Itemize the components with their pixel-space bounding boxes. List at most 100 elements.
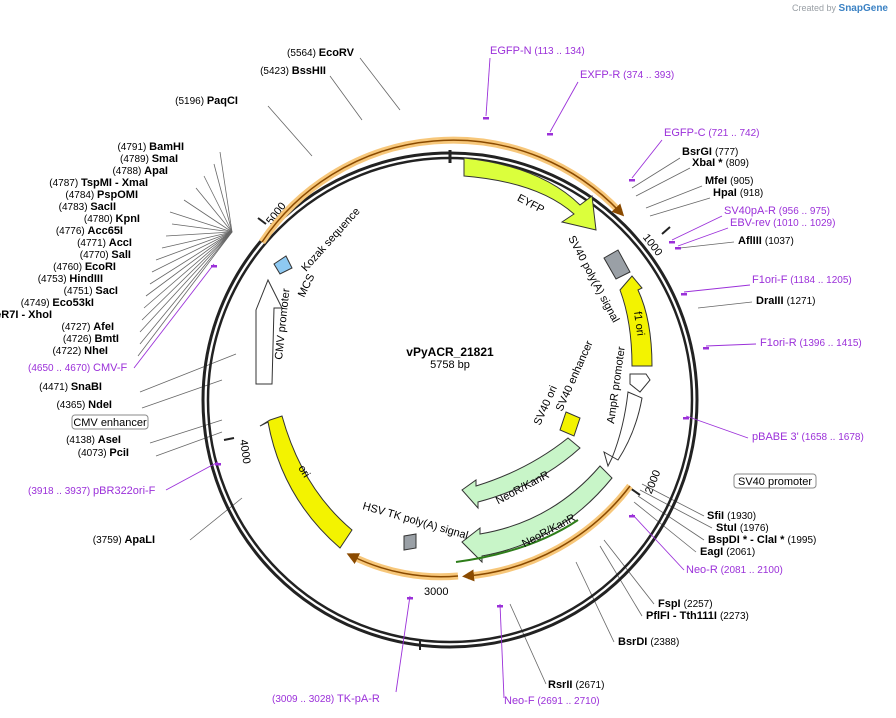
enzyme-label[interactable]: FspI (2257) — [658, 598, 713, 610]
enzyme-label[interactable]: (4788) ApaI — [112, 165, 168, 177]
enzyme-name: AfeI — [93, 321, 114, 333]
enzyme-name: EagI — [700, 546, 726, 558]
feature-mcs[interactable] — [273, 255, 293, 275]
primer-label[interactable]: (4650 .. 4670) CMV-F — [28, 362, 128, 374]
primer-label[interactable]: SV40pA-R (956 .. 975) — [724, 205, 830, 217]
enzyme-leader-line — [649, 197, 711, 217]
enzyme-label[interactable]: (4784) PspOMI — [65, 189, 138, 201]
primer-range: (2691 .. 2710) — [535, 696, 600, 707]
primer-label[interactable]: EGFP-C (721 .. 742) — [664, 127, 759, 139]
enzyme-name: AseI — [98, 434, 121, 446]
enzyme-name: FspI — [658, 598, 684, 610]
enzyme-label[interactable]: (4770) SalI — [80, 249, 131, 261]
primer-label[interactable]: F1ori-R (1396 .. 1415) — [760, 337, 862, 349]
primer-label[interactable]: pBABE 3' (1658 .. 1678) — [752, 431, 864, 443]
enzyme-position: (1976) — [740, 523, 769, 534]
primer-label[interactable]: Neo-R (2081 .. 2100) — [686, 564, 783, 576]
primer-label[interactable]: Neo-F (2691 .. 2710) — [504, 695, 600, 707]
created-by-text: Created by — [791, 3, 837, 13]
enzyme-label[interactable]: StuI (1976) — [716, 522, 769, 534]
enzyme-position: (5423) — [260, 66, 292, 77]
enzyme-leader-line — [631, 157, 681, 189]
enzyme-label[interactable]: (4776) Acc65I — [56, 225, 123, 237]
primer-range: (956 .. 975) — [776, 206, 830, 217]
primer-label[interactable]: EBV-rev (1010 .. 1029) — [730, 217, 835, 229]
enzyme-label[interactable]: (4791) BamHI — [117, 141, 184, 153]
primer-leader-line — [685, 415, 749, 439]
enzyme-label[interactable]: (4744) PaeR7I - XhoI — [0, 309, 52, 321]
enzyme-label[interactable]: (5423) BssHII — [260, 65, 326, 77]
primer-label[interactable]: F1ori-F (1184 .. 1205) — [752, 274, 852, 286]
enzyme-label[interactable]: XbaI * (809) — [692, 157, 749, 169]
sv40-promoter-box — [733, 473, 817, 489]
primer-label[interactable]: (3009 .. 3028) TK-pA-R — [272, 693, 380, 705]
enzyme-position: (918) — [740, 188, 763, 199]
feature-eyfp[interactable] — [463, 157, 597, 231]
enzyme-label[interactable]: (4780) KpnI — [84, 213, 140, 225]
enzyme-leader-line — [183, 199, 233, 233]
enzyme-label[interactable]: (4138) AseI — [66, 434, 121, 446]
feature-hsv-tk-polya[interactable] — [403, 533, 417, 551]
enzyme-leader-line — [149, 231, 233, 285]
feature-ori[interactable] — [259, 415, 353, 549]
enzyme-label-group: (5564) EcoRV (5423) BssHII (5196) PaqCI (47… — [0, 47, 816, 691]
enzyme-name: NdeI — [88, 399, 112, 411]
enzyme-name: ApaLI — [124, 534, 155, 546]
primer-site-mark — [483, 117, 489, 120]
enzyme-label[interactable]: MfeI (905) — [705, 175, 753, 187]
enzyme-name: TspMI - XmaI — [81, 177, 148, 189]
enzyme-label[interactable]: (4365) NdeI — [56, 399, 112, 411]
feature-white-arc[interactable] — [603, 391, 643, 468]
primer-leader-line — [705, 343, 757, 347]
feature-sv40-enhancer[interactable] — [559, 411, 581, 437]
enzyme-name: SacI — [95, 285, 118, 297]
primer-leader-line — [549, 81, 579, 133]
orf-arc-bottom-line — [462, 485, 631, 582]
enzyme-label[interactable]: (4471) SnaBI — [39, 381, 102, 393]
enzyme-label[interactable]: BspDI * - ClaI * (1995) — [708, 534, 816, 546]
enzyme-leader-line — [139, 231, 233, 333]
enzyme-label[interactable]: (4787) TspMI - XmaI — [49, 177, 148, 189]
enzyme-label[interactable]: (4722) NheI — [52, 345, 108, 357]
feature-sv40-polya[interactable] — [603, 249, 631, 280]
primer-site-mark — [683, 417, 689, 420]
enzyme-label[interactable]: HpaI (918) — [713, 187, 763, 199]
enzyme-label[interactable]: (4771) AccI — [77, 237, 132, 249]
primer-leader-line — [631, 139, 663, 179]
enzyme-label[interactable]: (4073) PciI — [78, 447, 129, 459]
enzyme-label[interactable]: (5564) EcoRV — [287, 47, 355, 59]
enzyme-label[interactable]: (5196) PaqCI — [175, 95, 238, 107]
primer-range: (1396 .. 1415) — [797, 338, 862, 349]
enzyme-label[interactable]: (4783) SacII — [59, 201, 116, 213]
enzyme-label[interactable]: (3759) ApaLI — [93, 534, 155, 546]
enzyme-label[interactable]: PflFI - Tth111I (2273) — [646, 610, 749, 622]
enzyme-label[interactable]: (4751) SacI — [64, 285, 118, 297]
primer-label[interactable]: (3918 .. 3937) pBR322ori-F — [28, 485, 156, 497]
feature-neor-1[interactable] — [461, 437, 581, 510]
enzyme-label[interactable]: (4726) BmtI — [63, 333, 119, 345]
enzyme-label[interactable]: EagI (2061) — [700, 546, 755, 558]
feature-cmv-promoter[interactable] — [255, 278, 283, 385]
primer-label[interactable]: EXFP-R (374 .. 393) — [580, 69, 674, 81]
feature-amp-promoter-arrow[interactable] — [629, 373, 651, 393]
enzyme-label[interactable]: (4789) SmaI — [120, 153, 178, 165]
enzyme-label[interactable]: DraIII (1271) — [756, 295, 815, 307]
enzyme-position: (4751) — [64, 286, 96, 297]
feature-sv40-enhancer-label: SV40 enhancer — [554, 339, 596, 413]
feature-neor-2[interactable] — [461, 465, 613, 564]
feature-f1ori[interactable] — [619, 275, 653, 367]
enzyme-label[interactable]: AflIII (1037) — [738, 235, 794, 247]
enzyme-leader-line — [141, 231, 233, 321]
enzyme-label[interactable]: (4749) Eco53kI — [21, 297, 94, 309]
primer-site-mark — [629, 515, 635, 518]
enzyme-label[interactable]: (4753) HindIII — [38, 273, 103, 285]
enzyme-name: BsrGI — [682, 146, 715, 158]
enzyme-label[interactable]: BsrGI (777) — [682, 146, 738, 158]
enzyme-label[interactable]: (4760) EcoRI — [53, 261, 116, 273]
enzyme-label[interactable]: SfiI (1930) — [707, 510, 756, 522]
enzyme-label[interactable]: RsrII (2671) — [548, 679, 604, 691]
enzyme-label[interactable]: BsrDI (2388) — [618, 636, 679, 648]
primer-range: (374 .. 393) — [620, 70, 674, 81]
primer-label[interactable]: EGFP-N (113 .. 134) — [490, 45, 585, 57]
enzyme-label[interactable]: (4727) AfeI — [62, 321, 114, 333]
